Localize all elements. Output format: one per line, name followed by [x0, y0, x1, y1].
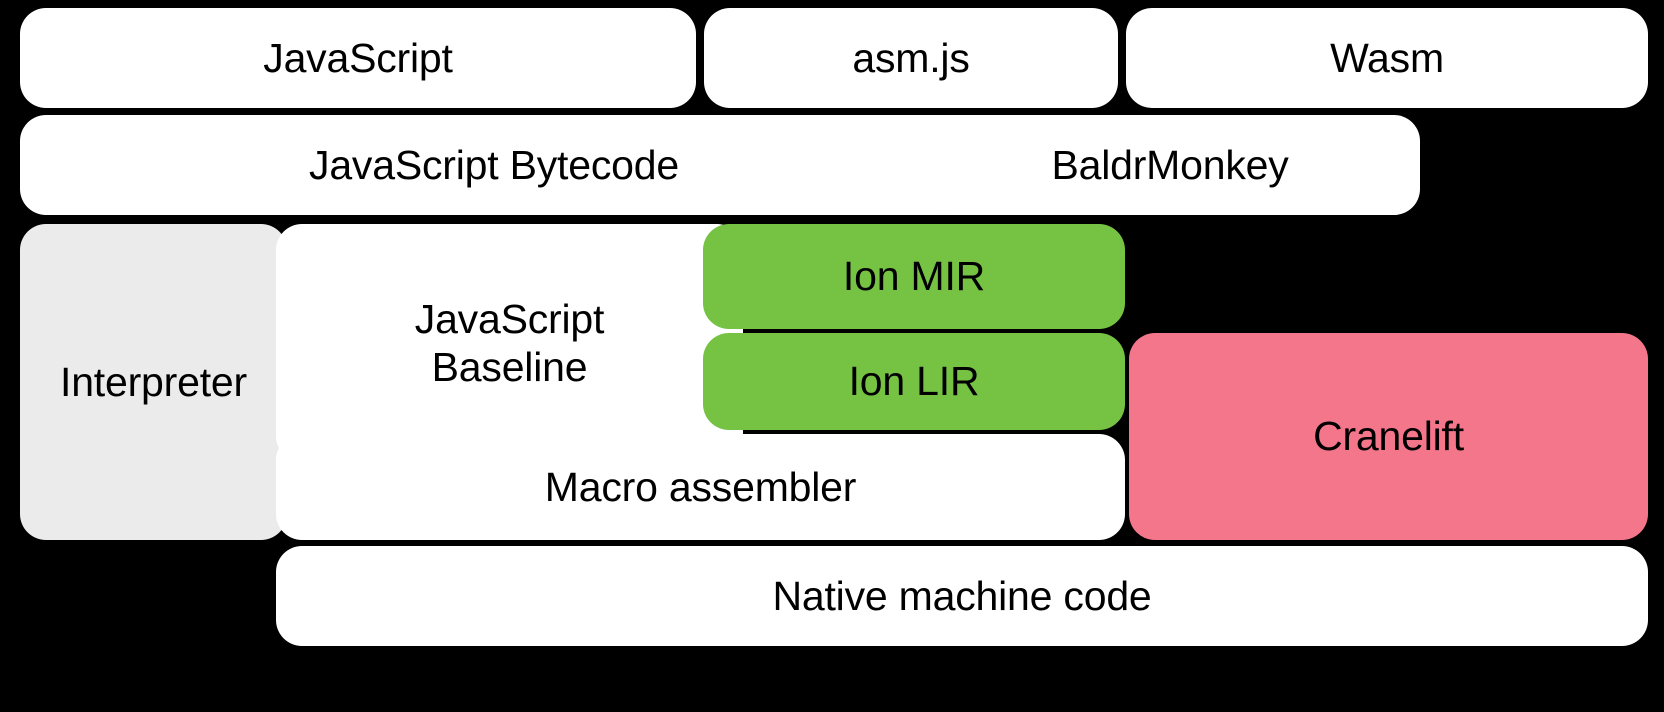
node-javascript-bytecode: JavaScript Bytecode — [20, 115, 968, 215]
node-ion-mir: Ion MIR — [703, 224, 1125, 329]
node-wasm: Wasm — [1126, 8, 1648, 108]
node-baldrmonkey: BaldrMonkey — [920, 115, 1420, 215]
node-ion-lir: Ion LIR — [703, 333, 1125, 430]
node-javascript: JavaScript — [20, 8, 696, 108]
node-macro-assembler: Macro assembler — [276, 434, 1125, 540]
node-asm-js: asm.js — [704, 8, 1118, 108]
node-native-machine-code: Native machine code — [276, 546, 1648, 646]
node-interpreter: Interpreter — [20, 224, 287, 540]
node-javascript-baseline: JavaScript Baseline — [276, 224, 743, 462]
node-cranelift: Cranelift — [1129, 333, 1648, 540]
